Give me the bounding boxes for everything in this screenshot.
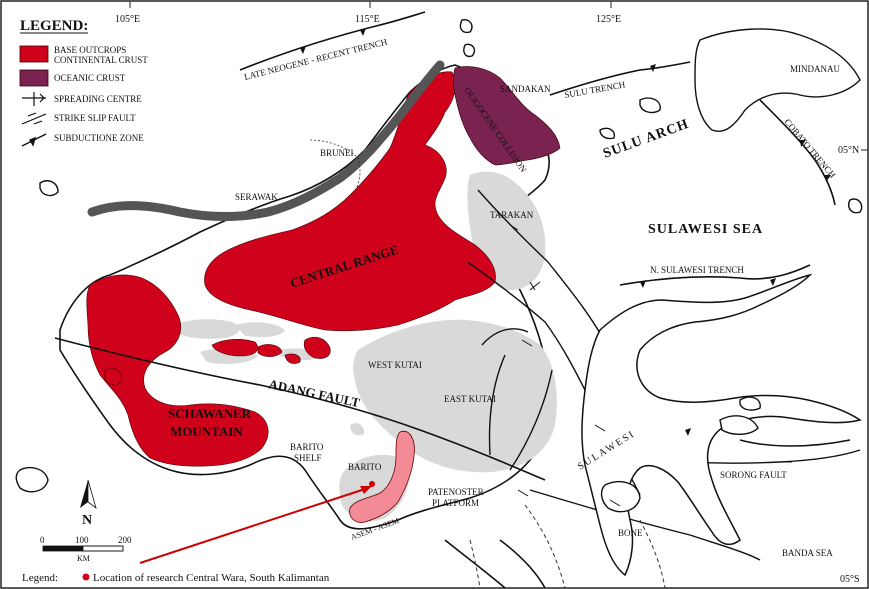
scale-tick-0: 0 bbox=[40, 535, 45, 545]
adang-fault bbox=[54, 337, 546, 481]
lon-125: 125°E bbox=[596, 14, 621, 25]
subduction-icon bbox=[21, 133, 47, 147]
brunei-border bbox=[309, 139, 361, 196]
research-location-marker bbox=[369, 481, 375, 487]
legend-swatch-continental bbox=[19, 45, 49, 63]
north-arrow: N bbox=[80, 479, 97, 528]
label-n-sulawesi-trench: N. SULAWESI TRENCH bbox=[650, 265, 744, 275]
scale-unit: KM bbox=[77, 554, 90, 563]
barito-basin-pink bbox=[349, 430, 415, 523]
legend: LEGEND: BASE OUTCROPS CONTINENTAL CRUST … bbox=[6, 12, 171, 152]
label-west-kutai: WEST KUTAI bbox=[368, 360, 422, 370]
legend-item-5: SUBDUCTIONE ZONE bbox=[54, 133, 144, 143]
footer-legend-label: Legend: bbox=[22, 572, 58, 584]
trench-teeth bbox=[300, 28, 831, 436]
legend-title: LEGEND: bbox=[20, 18, 88, 34]
islands bbox=[15, 18, 863, 513]
lon-115: 115°E bbox=[355, 14, 380, 25]
label-bone: BONE bbox=[618, 528, 643, 538]
scale-tick-200: 200 bbox=[118, 535, 132, 545]
legend-item-2: OCEANIC CRUST bbox=[54, 73, 126, 83]
lon-105: 105°E bbox=[115, 14, 140, 25]
north-label: N bbox=[82, 513, 92, 528]
legend-swatch-oceanic bbox=[19, 69, 49, 87]
footer-location-marker bbox=[82, 573, 90, 581]
label-east-kutai: EAST KUTAI bbox=[444, 394, 496, 404]
research-pointer-arrowhead bbox=[360, 486, 372, 494]
label-sandakan: SANDAKAN bbox=[500, 84, 551, 94]
scale-bar: 0 100 200 KM bbox=[40, 535, 132, 563]
late-neogene-trench bbox=[87, 60, 445, 221]
label-schawaner-1: SCHAWANER bbox=[168, 406, 252, 421]
strike-slip-icon bbox=[21, 112, 47, 125]
scale-tick-100: 100 bbox=[75, 535, 89, 545]
label-patenoster-2: PLATFORM bbox=[432, 498, 479, 508]
label-barito-shelf-1: BARITO bbox=[290, 442, 324, 452]
label-barito: BARITO bbox=[348, 462, 382, 472]
label-patenoster-1: PATENOSTER bbox=[428, 487, 484, 497]
legend-item-1-line1: BASE OUTCROPS bbox=[54, 45, 126, 55]
footer-legend: Legend: Location of research Central War… bbox=[22, 572, 330, 584]
label-tarakan: TARAKAN bbox=[490, 210, 534, 220]
research-pointer-arrow bbox=[139, 487, 369, 564]
label-mindanau: MINDANAU bbox=[790, 64, 840, 74]
graticule-ticks bbox=[129, 1, 868, 151]
spreading-centre-icon bbox=[22, 92, 46, 106]
fault-arrows bbox=[509, 224, 792, 507]
legend-item-1-line2: CONTINENTAL CRUST bbox=[54, 55, 148, 65]
label-brunei: BRUNEI bbox=[320, 148, 354, 158]
legend-item-3: SPREADING CENTRE bbox=[54, 94, 142, 104]
label-barito-shelf-2: SHELF bbox=[294, 453, 322, 463]
footer-legend-text: Location of research Central Wara, South… bbox=[93, 572, 330, 584]
continental-crust-outcrops bbox=[86, 71, 496, 467]
legend-item-4: STRIKE SLIP FAULT bbox=[54, 113, 136, 123]
label-serawak: SERAWAK bbox=[235, 192, 278, 202]
label-schawaner-2: MOUNTAIN bbox=[170, 424, 243, 439]
lat-05s: 05°S bbox=[840, 574, 860, 585]
label-sulawesi-sea: SULAWESI SEA bbox=[648, 222, 763, 237]
lat-05n: 05°N bbox=[838, 145, 859, 156]
dashed-boundaries bbox=[469, 504, 666, 589]
label-banda-sea: BANDA SEA bbox=[782, 548, 833, 558]
oceanic-crust bbox=[453, 66, 561, 166]
label-sorong-fault: SORONG FAULT bbox=[720, 470, 787, 480]
